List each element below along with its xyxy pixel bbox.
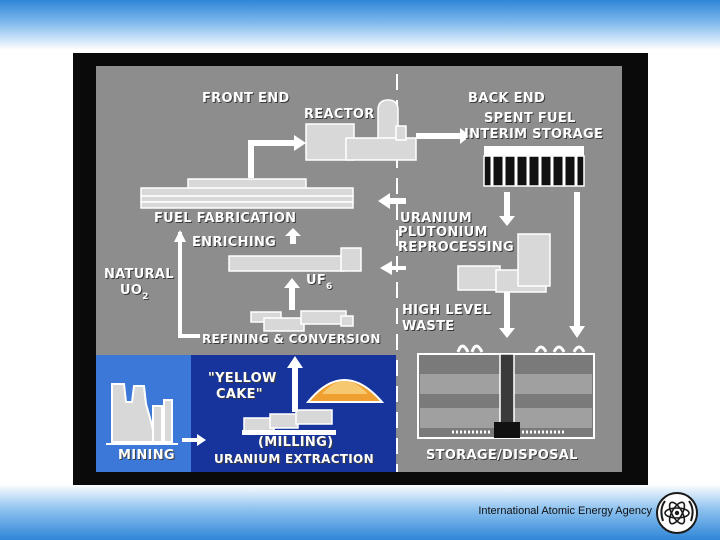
label-plutonium: PLUTONIUM (398, 225, 488, 240)
label-natural: NATURAL (104, 267, 174, 282)
natural-uo2-arrowhead (174, 230, 186, 242)
fuel-fabrication-icon (140, 178, 354, 209)
iaea-atom-logo-icon (656, 492, 698, 534)
label-fuel-fabrication: FUEL FABRICATION (154, 211, 297, 226)
arrow-reactor-to-interim-storage (416, 128, 470, 144)
label-spent-fuel: SPENT FUEL (484, 111, 576, 126)
label-uf6: UF6 (306, 273, 333, 293)
label-uranium-extraction: URANIUM EXTRACTION (214, 452, 374, 466)
arrow-enriching-to-fabrication (285, 228, 301, 244)
arrow-fabrication-to-reactor (248, 135, 306, 178)
label-front-end: FRONT END (202, 91, 290, 106)
arrow-milling-to-refining (287, 356, 303, 412)
diagram-graphics (96, 74, 595, 472)
label-interim-storage: INTERIM STORAGE (464, 127, 604, 142)
natural-uo2-loop-line (178, 232, 200, 338)
arrow-reprocessing-to-fabrication (378, 193, 406, 209)
label-yellow-cake-line1: "YELLOW (208, 371, 277, 386)
label-storage-disposal: STORAGE/DISPOSAL (426, 448, 578, 463)
label-uranium: URANIUM (400, 211, 472, 226)
arrow-reprocessing-to-enriching (380, 261, 406, 275)
label-enriching: ENRICHING (192, 235, 277, 250)
arrow-interim-to-reprocessing (499, 192, 515, 226)
label-yellow-cake-line2: CAKE" (216, 387, 263, 402)
label-reprocessing: REPROCESSING (398, 240, 515, 255)
bottom-gradient-band (0, 484, 720, 540)
geological-repository-icon (417, 344, 595, 439)
reprocessing-plant-icon (457, 233, 551, 293)
mining-factory-icon (106, 383, 178, 445)
label-mining: MINING (118, 448, 175, 463)
yellow-cake-pile-icon (305, 379, 385, 403)
fuel-cycle-diagram: FRONT END REACTOR BACK END SPENT FUEL IN… (96, 66, 622, 472)
label-back-end: BACK END (468, 91, 546, 106)
label-milling: (MILLING) (258, 435, 334, 450)
reactor-icon (305, 99, 417, 161)
agency-name: International Atomic Energy Agency (478, 505, 652, 517)
interim-storage-icon (483, 146, 585, 187)
label-reactor: REACTOR (304, 107, 375, 122)
top-gradient-band (0, 0, 720, 50)
label-uo2: UO2 (120, 283, 149, 303)
arrow-reprocessing-to-waste (499, 292, 515, 338)
arrow-mining-to-milling (182, 434, 206, 446)
enriching-plant-icon (228, 247, 362, 272)
label-high-level: HIGH LEVEL (402, 303, 492, 318)
label-waste: WASTE (402, 319, 455, 334)
refining-plant-icon (250, 310, 354, 332)
label-refining-conversion: REFINING & CONVERSION (202, 332, 381, 346)
milling-plant-icon (242, 409, 336, 435)
arrow-interim-to-disposal (569, 192, 585, 338)
arrow-refining-to-enriching (284, 278, 300, 310)
